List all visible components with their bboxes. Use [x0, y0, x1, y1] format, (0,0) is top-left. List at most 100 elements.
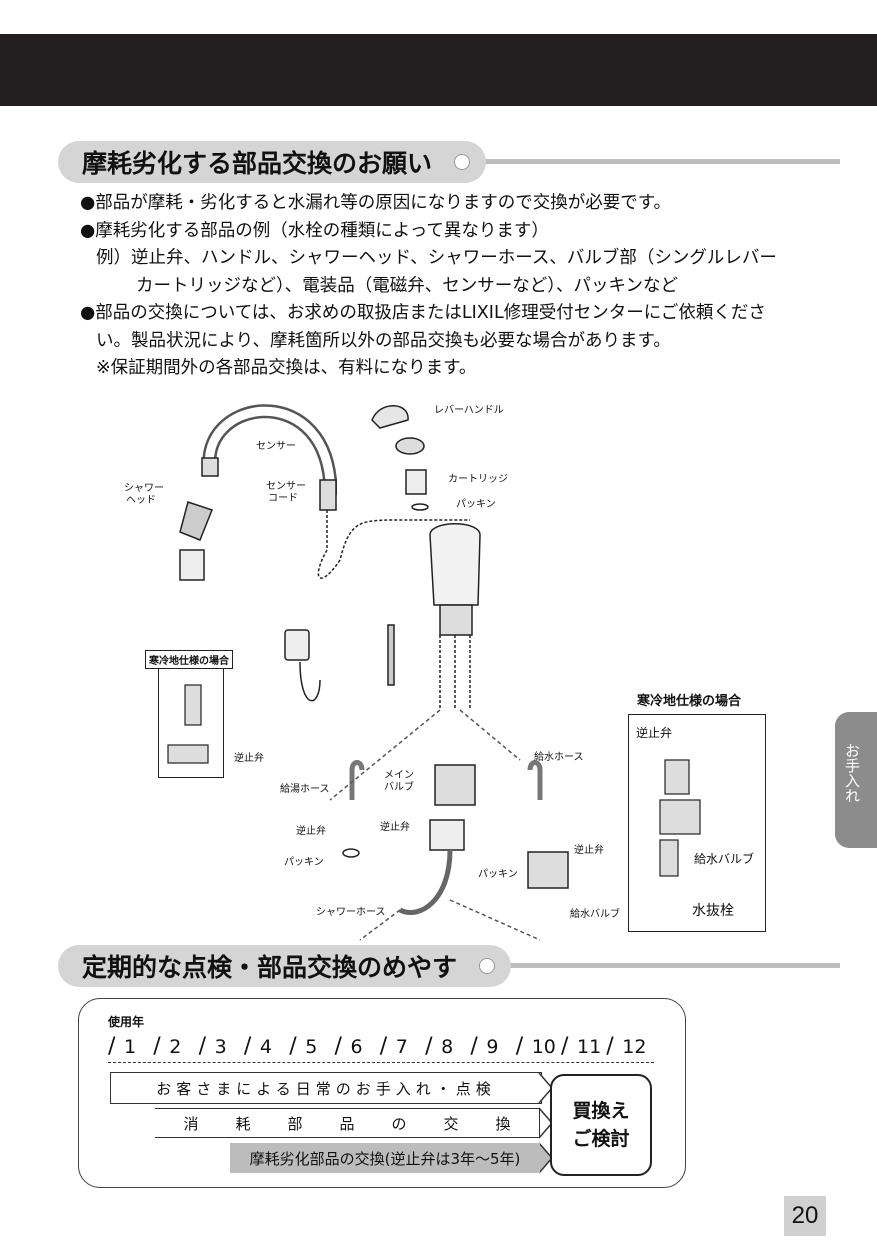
year-slash: /	[243, 1034, 252, 1059]
label-check-valve-left: 逆止弁	[234, 753, 264, 764]
note-line: ●部品の交換については、お求めの取扱店またはLIXIL修理受付センターにご依頼く…	[80, 303, 766, 323]
label-main-valve: バルブ	[384, 782, 414, 793]
note-line: ●摩耗劣化する部品の例（水栓の種類によって異なります）	[80, 220, 549, 241]
cold-spec-left-frame	[158, 668, 224, 778]
schedule-panel	[78, 998, 686, 1188]
year-number: 5	[305, 1036, 318, 1058]
bullet-dot-icon	[479, 958, 496, 974]
parts-diagram	[167, 404, 701, 941]
year-slash: /	[606, 1034, 614, 1059]
year-number: 7	[395, 1036, 408, 1058]
supply-valve-icon	[527, 851, 569, 889]
year-number: 6	[350, 1036, 363, 1058]
note-line: ●部品が摩耗・劣化すると水漏れ等の原因になりますので交換が必要です。	[80, 193, 672, 213]
year-slash: /	[470, 1034, 478, 1059]
label-lever-handle: レバーハンドル	[434, 405, 504, 416]
label-sensor: センサー	[256, 441, 296, 452]
spout-joint-icon	[201, 457, 219, 477]
main-valve-icon	[434, 764, 476, 806]
consumables-char: 品	[339, 1114, 355, 1133]
hot-hose-icon	[349, 760, 365, 800]
label-sensor-cord: コード	[268, 493, 298, 504]
notes: ●部品が摩耗・劣化すると水漏れ等の原因になりますので交換が必要です。 ●摩耗劣化…	[80, 190, 840, 383]
section-title: 定期的な点検・部品交換のめやす	[82, 953, 458, 982]
header-bar	[0, 34, 877, 106]
label-packing: パッキン	[478, 869, 518, 880]
year-slash: /	[561, 1034, 569, 1059]
label-main-valve: メイン	[384, 770, 414, 781]
consumables-char: 消	[183, 1114, 199, 1133]
water-hose-icon	[527, 760, 543, 800]
year-slash: /	[198, 1034, 207, 1059]
lever-handle-icon	[371, 405, 409, 429]
replacement-line: ご検討	[572, 1128, 630, 1150]
year-number: 3	[214, 1036, 227, 1058]
section-rule	[480, 159, 840, 164]
faucet-body-icon	[429, 523, 481, 606]
label-check-valve: 逆止弁	[574, 845, 604, 856]
page-number: 20	[784, 1196, 826, 1236]
shower-head-icon	[179, 501, 213, 541]
side-tab[interactable]	[835, 712, 877, 848]
label-water-hose: 給水ホース	[534, 752, 584, 763]
note-line: カートリッジなど）、電装品（電磁弁、センサーなど）、パッキンなど	[136, 275, 678, 296]
year-slash: /	[153, 1034, 161, 1059]
cold-spec-right-title: 寒冷地仕様の場合	[637, 694, 742, 709]
daily-care-bar: お客さまによる日常のお手入れ・点検	[110, 1072, 542, 1104]
section-heading: 摩耗劣化する部品交換のお願い	[58, 141, 487, 183]
consumables-bar: 消耗部品の交換	[155, 1108, 540, 1138]
side-tab-label: お手入れ	[843, 743, 861, 803]
consumables-char: の	[391, 1114, 407, 1133]
label-drain-plug: 水抜栓	[692, 903, 734, 919]
label-sensor-cord: センサー	[266, 481, 306, 492]
year-slash: /	[425, 1034, 433, 1059]
cold-spec-left-title: 寒冷地仕様の場合	[145, 650, 233, 669]
label-shower-head: ヘッド	[126, 495, 156, 506]
note-line: ※保証期間外の各部品交換は、有料になります。	[96, 358, 477, 378]
consumables-char: 交	[443, 1114, 459, 1133]
year-number: 2	[169, 1036, 182, 1058]
years-label: 使用年	[108, 1015, 145, 1029]
label-check-valve: 逆止弁	[296, 826, 326, 837]
year-number: 1	[124, 1036, 137, 1058]
label-check-valve: 逆止弁	[380, 822, 410, 833]
label-check-valve-right: 逆止弁	[636, 726, 673, 740]
year-number: 4	[259, 1036, 272, 1058]
replacement-line: 買換え	[572, 1100, 630, 1122]
consumables-char: 耗	[235, 1114, 251, 1133]
check-valve-right-icon	[664, 759, 690, 795]
year-number: 9	[486, 1036, 499, 1058]
consumables-char: 部	[287, 1114, 303, 1133]
cartridge-icon	[405, 469, 427, 495]
section-title: 摩耗劣化する部品交換のお願い	[82, 149, 433, 178]
section-heading: 定期的な点検・部品交換のめやす	[58, 945, 512, 987]
year-number: 12	[622, 1036, 647, 1058]
bullet-dot-icon	[454, 154, 471, 170]
check-valve-left-icon	[184, 684, 202, 726]
year-slash: /	[334, 1034, 342, 1059]
label-hot-hose: 給湯ホース	[280, 784, 330, 795]
ac-adapter-icon	[284, 629, 310, 661]
note-line: 例）逆止弁、ハンドル、シャワーヘッド、シャワーホース、バルブ部（シングルレバー	[96, 248, 777, 268]
years-row: /1/2/3/4/5/6/7/8/9/10/11/12	[108, 1034, 654, 1063]
year-slash: /	[515, 1034, 524, 1059]
note-line: い。製品状況により、摩耗箇所以外の部品交換も必要な場合があります。	[96, 330, 671, 351]
worn-parts-bar: 摩耗劣化部品の交換(逆止弁は3年〜5年)	[230, 1143, 540, 1173]
year-slash: /	[289, 1034, 297, 1059]
year-slash: /	[108, 1034, 116, 1059]
replacement-box: 買換え ご検討	[550, 1074, 652, 1176]
label-packing: パッキン	[284, 857, 324, 868]
label-supply-valve-right: 給水バルブ	[694, 852, 755, 866]
label-cartridge: カートリッジ	[448, 474, 508, 485]
label-supply-valve: 給水バルブ	[570, 909, 620, 920]
label-shower-head: シャワー	[124, 483, 164, 494]
consumables-char: 換	[495, 1114, 511, 1133]
year-slash: /	[379, 1034, 388, 1059]
section-rule	[500, 963, 840, 968]
drain-plug-icon	[659, 839, 679, 877]
year-number: 11	[577, 1036, 602, 1058]
cold-spec-right-frame	[628, 714, 766, 932]
year-number: 10	[531, 1036, 556, 1058]
label-packing-top: パッキン	[456, 499, 496, 510]
label-shower-hose: シャワーホース	[316, 907, 386, 918]
